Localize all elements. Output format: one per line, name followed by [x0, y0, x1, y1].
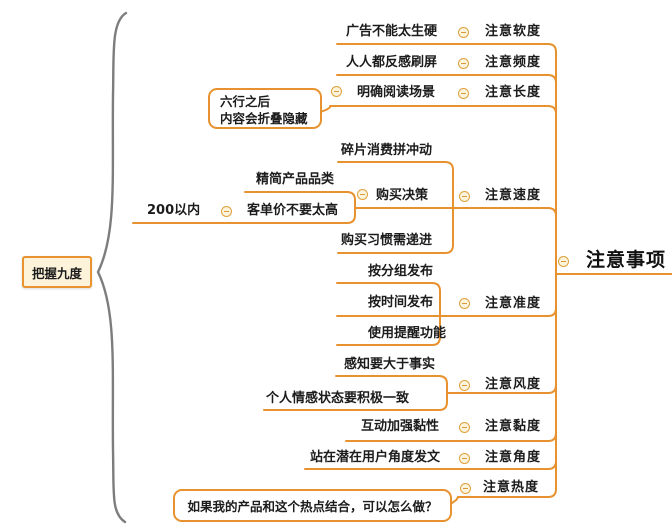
branch-line-speed — [354, 207, 557, 217]
topic-purchase-habit[interactable]: 购买习惯需递进 — [341, 233, 433, 248]
branch-line-sticky — [345, 432, 557, 442]
collapse-minus-icon-price[interactable] — [221, 206, 232, 217]
collapse-minus-icon-freq[interactable] — [458, 58, 469, 69]
topic-reading-scene[interactable]: 明确阅读场景 — [357, 85, 436, 100]
topic-unit-price[interactable]: 客单价不要太高 — [247, 203, 339, 218]
acc-children-bracket — [336, 282, 441, 346]
speed-left-bracket — [132, 191, 356, 224]
branch-line-soft — [336, 43, 557, 53]
branch-line-heat — [457, 488, 557, 498]
topic-emotion-positive[interactable]: 个人情感状态要积极一致 — [266, 391, 410, 406]
branch-sticky[interactable]: 注意黏度 — [485, 419, 542, 434]
collapse-minus-icon-decision[interactable] — [357, 189, 368, 200]
collapse-minus-icon-speed[interactable] — [459, 191, 470, 202]
collapse-minus-icon-heat[interactable] — [460, 483, 471, 494]
branch-line-acc — [336, 307, 557, 317]
branch-heat[interactable]: 注意热度 — [483, 480, 540, 495]
root-topic[interactable]: 注意事项 — [586, 249, 667, 271]
branch-acc[interactable]: 注意准度 — [485, 296, 542, 311]
topic-publish-by-time[interactable]: 按时间发布 — [368, 295, 434, 310]
group-topic[interactable]: 把握九度 — [22, 256, 92, 288]
branch-grace[interactable]: 注意风度 — [485, 377, 542, 392]
question-text: 如果我的产品和这个热点结合，可以怎么做？ — [187, 499, 438, 514]
note-topic[interactable]: 六行之后 内容会折叠隐藏 — [208, 88, 322, 129]
topic-perception[interactable]: 感知要大于事实 — [344, 357, 436, 372]
topic-purchase-decision[interactable]: 购买决策 — [376, 188, 429, 203]
branch-freq[interactable]: 注意频度 — [485, 55, 542, 70]
collapse-minus-icon-scene[interactable] — [331, 86, 342, 97]
topic-ad-not-stiff[interactable]: 广告不能太生硬 — [346, 24, 438, 39]
collapse-minus-icon-sticky[interactable] — [459, 422, 470, 433]
note-line-2: 内容会折叠隐藏 — [220, 111, 308, 126]
topic-impulse[interactable]: 碎片消费拼冲动 — [341, 143, 433, 158]
collapse-minus-icon-grace[interactable] — [459, 380, 470, 391]
branch-line-angle — [304, 460, 557, 470]
topic-hate-spam[interactable]: 人人都反感刷屏 — [346, 55, 438, 70]
question-connector — [451, 496, 459, 504]
branch-soft[interactable]: 注意软度 — [485, 24, 542, 39]
branch-angle[interactable]: 注意角度 — [485, 450, 542, 465]
collapse-minus-icon-angle[interactable] — [459, 453, 470, 464]
collapse-minus-icon-acc[interactable] — [459, 298, 470, 309]
branch-line-freq — [336, 74, 557, 84]
branch-line-len — [329, 105, 557, 115]
group-brace — [96, 11, 128, 524]
branch-speed[interactable]: 注意速度 — [485, 188, 542, 203]
topic-interaction[interactable]: 互动加强黏性 — [361, 419, 440, 434]
collapse-minus-icon-root[interactable] — [558, 256, 569, 267]
topic-price-limit[interactable]: 200以内 — [147, 203, 201, 218]
collapse-minus-icon-soft[interactable] — [458, 27, 469, 38]
branch-line-grace — [446, 384, 557, 394]
branch-len[interactable]: 注意长度 — [485, 85, 542, 100]
note-line-1: 六行之后 — [220, 94, 271, 109]
collapse-minus-icon-len[interactable] — [458, 88, 469, 99]
topic-use-reminder[interactable]: 使用提醒功能 — [368, 326, 447, 341]
topic-user-perspective[interactable]: 站在潜在用户角度发文 — [310, 450, 441, 465]
question-topic[interactable]: 如果我的产品和这个热点结合，可以怎么做？ — [173, 489, 452, 522]
topic-publish-by-group[interactable]: 按分组发布 — [368, 264, 434, 279]
topic-simplify-category[interactable]: 精简产品品类 — [256, 172, 335, 187]
